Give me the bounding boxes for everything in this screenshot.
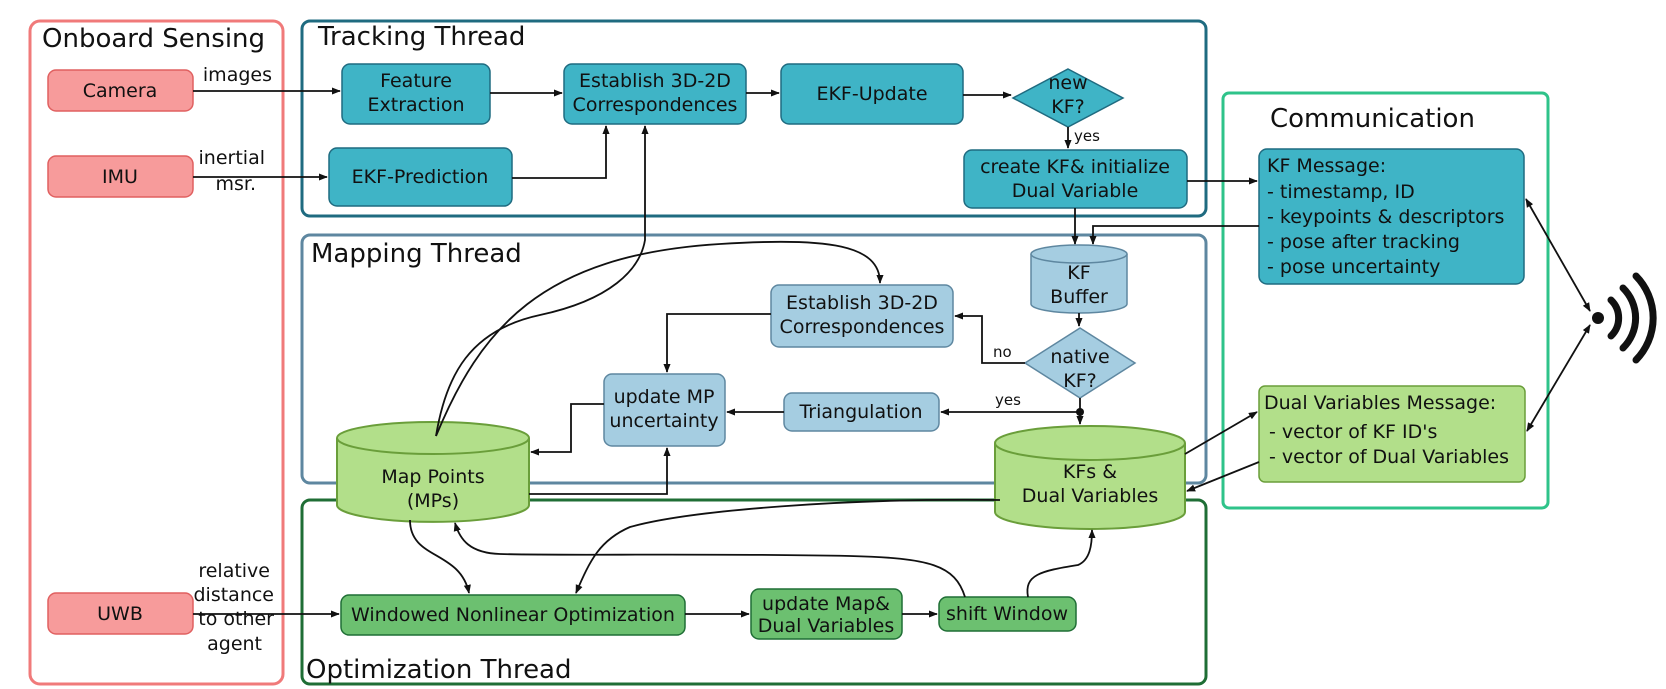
svg-text:Windowed Nonlinear Optimizatio: Windowed Nonlinear Optimization [351, 604, 675, 626]
images-label: images [203, 64, 272, 86]
svg-text:Dual Variables: Dual Variables [1022, 485, 1158, 507]
panel-title-optimization-thread: Optimization Thread [306, 655, 572, 685]
svg-text:uncertainty: uncertainty [609, 410, 718, 432]
windowed-optimization-node: Windowed Nonlinear Optimization [340, 594, 686, 636]
uwb-label-line1: relative [198, 560, 270, 582]
svg-text:update Map&: update Map& [762, 593, 890, 615]
establish-3d-2d-mapping-node: Establish 3D-2D Correspondences [770, 284, 954, 348]
panel-title-onboard-sensing: Onboard Sensing [42, 24, 265, 54]
svg-text:Triangulation: Triangulation [798, 401, 922, 423]
panel-mapping-thread: Mapping Thread [300, 233, 1208, 485]
edge-establish-updatemp [663, 313, 771, 373]
uwb-label-line2: distance [193, 584, 274, 606]
ekf-prediction-node: EKF-Prediction [328, 147, 513, 207]
svg-text:KF?: KF? [1063, 370, 1096, 392]
svg-text:new: new [1048, 72, 1087, 94]
svg-text:Feature: Feature [380, 70, 452, 92]
uwb-label-line3: to other [198, 608, 274, 630]
svg-text:KF: KF [1067, 262, 1090, 284]
edge-dualmessage-kfs [1186, 461, 1260, 492]
wireless-signal-icon [1592, 272, 1657, 364]
yes-newkf-label: yes [1074, 127, 1100, 145]
svg-text:Dual Variables: Dual Variables [758, 615, 894, 637]
ekf-update-node: EKF-Update [780, 63, 964, 125]
panel-onboard-sensing: Onboard Sensing [28, 19, 285, 686]
edge-mappoints-mapping [435, 240, 884, 437]
svg-text:KFs &: KFs & [1063, 461, 1117, 483]
panel-optimization-thread: Optimization Thread [300, 498, 1208, 686]
svg-text:- vector of KF ID's: - vector of KF ID's [1269, 421, 1437, 443]
native-kf-decision: native KF? [1023, 327, 1137, 399]
edge-updatemp-mappoints [530, 403, 604, 456]
edge-kfs-dualmessage [1184, 411, 1258, 455]
triangulation-node: Triangulation [783, 392, 940, 432]
svg-text:Dual Variables Message:: Dual Variables Message: [1264, 392, 1496, 414]
svg-text:Buffer: Buffer [1050, 286, 1108, 308]
feature-extraction-node: Feature Extraction [341, 63, 491, 125]
edge-kfmessage-buffer [1089, 225, 1259, 245]
svg-text:- timestamp, ID: - timestamp, ID [1267, 181, 1415, 203]
svg-text:EKF-Update: EKF-Update [816, 83, 927, 105]
svg-text:Establish 3D-2D: Establish 3D-2D [786, 292, 938, 314]
svg-text:- pose after tracking: - pose after tracking [1267, 231, 1460, 253]
no-native-label: no [993, 343, 1012, 361]
svg-text:Establish 3D-2D: Establish 3D-2D [579, 70, 731, 92]
uwb-label-line4: agent [207, 633, 262, 655]
imu-sensor: IMU [47, 155, 194, 198]
kf-message-box: KF Message: - timestamp, ID - keypoints … [1258, 148, 1525, 285]
svg-text:shift Window: shift Window [946, 603, 1068, 625]
edge-mappoints-optimization [409, 519, 471, 594]
svg-text:KF?: KF? [1051, 96, 1084, 118]
svg-text:update MP: update MP [614, 386, 715, 408]
edge-prediction-establish [512, 125, 610, 179]
inertial-label-line2: msr. [215, 173, 256, 195]
create-kf-node: create KF& initialize Dual Variable [963, 149, 1188, 209]
svg-text:Dual Variable: Dual Variable [1012, 180, 1139, 202]
shift-window-node: shift Window [938, 596, 1077, 632]
edge-mappoints-updatemp [529, 447, 671, 495]
camera-sensor: Camera [47, 69, 194, 112]
edges [193, 87, 1591, 618]
panel-title-mapping-thread: Mapping Thread [311, 239, 522, 269]
panel-title-communication: Communication [1270, 104, 1475, 134]
new-kf-decision: new KF? [1011, 68, 1125, 128]
svg-text:Correspondences: Correspondences [780, 316, 945, 338]
svg-text:native: native [1050, 346, 1109, 368]
map-points-node: Map Points (MPs) [336, 421, 530, 523]
establish-3d-2d-tracking-node: Establish 3D-2D Correspondences [563, 63, 747, 125]
svg-text:(MPs): (MPs) [407, 490, 459, 512]
svg-text:Map Points: Map Points [381, 466, 484, 488]
dual-variables-message-box: Dual Variables Message: - vector of KF I… [1258, 385, 1526, 483]
uwb-sensor: UWB [47, 592, 194, 635]
svg-text:- vector of Dual Variables: - vector of Dual Variables [1269, 446, 1509, 468]
kfs-dual-variables-node: KFs & Dual Variables [994, 425, 1186, 530]
edge-kfmessage-wireless [1525, 198, 1591, 312]
svg-text:Camera: Camera [83, 80, 158, 102]
yes-native-label: yes [995, 391, 1021, 409]
panel-tracking-thread: Tracking Thread [300, 19, 1208, 218]
edge-labels: images inertial msr. relative distance t… [193, 64, 1100, 655]
svg-text:EKF-Prediction: EKF-Prediction [352, 166, 489, 188]
kf-buffer-node: KF Buffer [1030, 244, 1128, 314]
svg-text:UWB: UWB [97, 603, 143, 625]
edge-kfs-optimization [575, 498, 1001, 594]
update-map-dual-variables-node: update Map& Dual Variables [750, 588, 903, 640]
svg-text:IMU: IMU [102, 166, 138, 188]
inertial-label-line1: inertial [199, 147, 265, 169]
edge-dualmessage-wireless [1526, 324, 1591, 432]
svg-text:- pose uncertainty: - pose uncertainty [1267, 256, 1440, 278]
svg-text:- keypoints & descriptors: - keypoints & descriptors [1267, 206, 1504, 228]
edge-shift-mappoints [453, 522, 966, 598]
edge-mappoints-tracking [435, 125, 649, 437]
svg-text:Correspondences: Correspondences [573, 94, 738, 116]
svg-text:Extraction: Extraction [368, 94, 465, 116]
panel-title-tracking-thread: Tracking Thread [317, 22, 525, 52]
svg-text:create KF& initialize: create KF& initialize [980, 156, 1170, 178]
edge-shift-kfs [1026, 529, 1096, 598]
update-mp-uncertainty-node: update MP uncertainty [603, 373, 726, 447]
edge-native-establish [954, 312, 1025, 364]
svg-text:KF Message:: KF Message: [1267, 155, 1386, 177]
